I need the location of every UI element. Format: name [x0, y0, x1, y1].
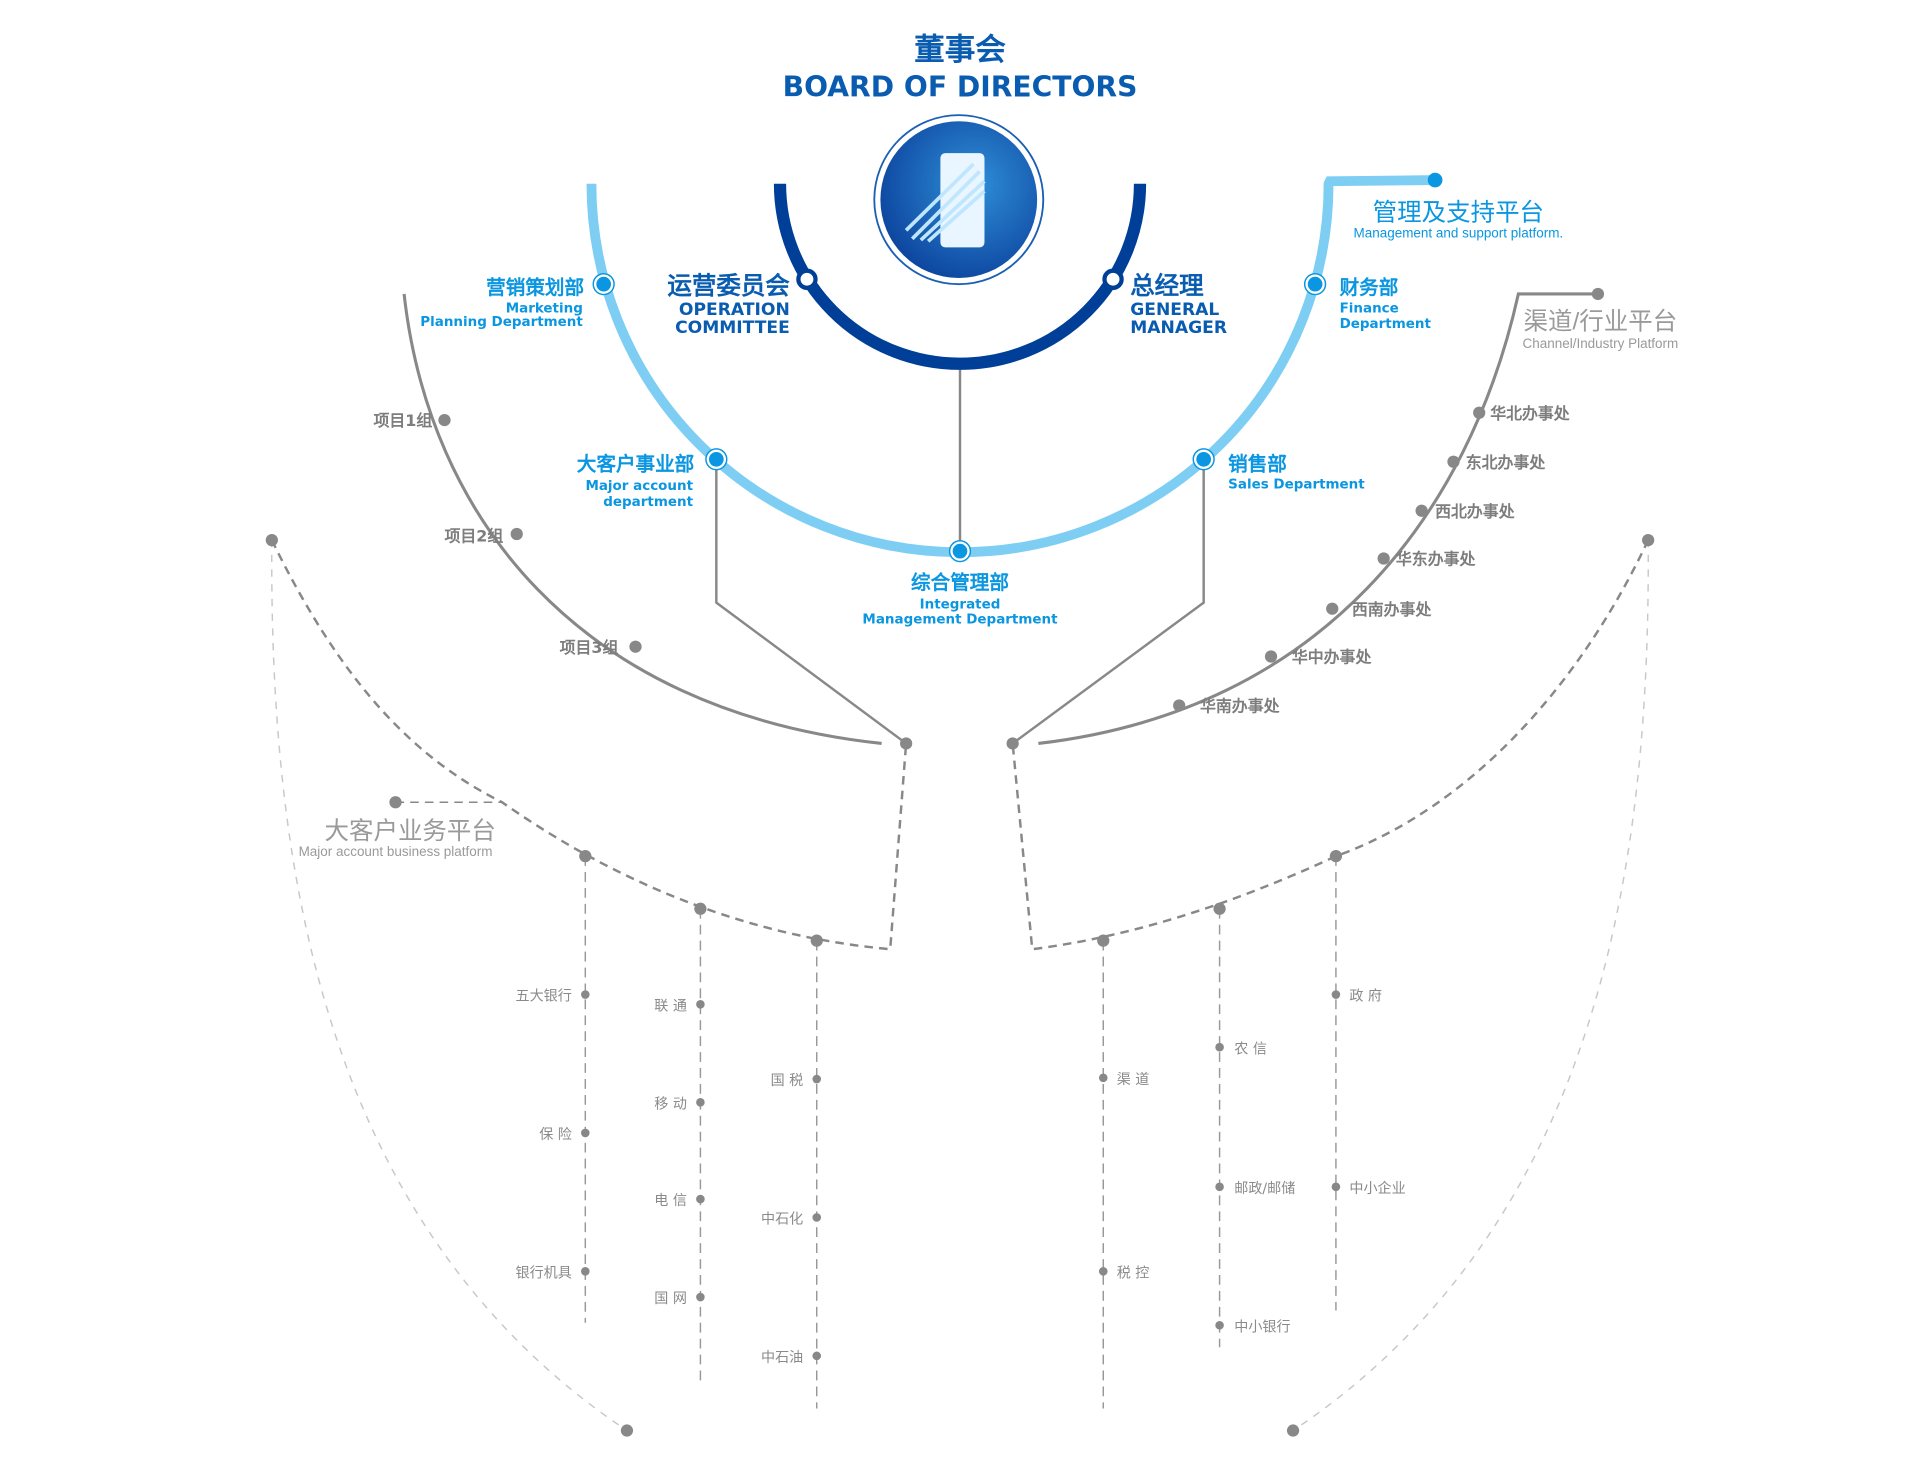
mgmt-platform-dot — [1427, 172, 1443, 188]
client-item: 中石化 — [761, 1212, 803, 1228]
office-item: 东北办事处 — [1466, 453, 1546, 472]
client-item: 电 信 — [654, 1193, 687, 1209]
general-manager-en1: GENERAL — [1130, 300, 1219, 320]
office-item: 华南办事处 — [1200, 697, 1280, 716]
office-item: 华中办事处 — [1292, 648, 1372, 667]
channel-platform-frame — [1011, 539, 1650, 1432]
project-group-item: 项目2组 — [444, 526, 503, 545]
marketing-en1: Marketing — [506, 300, 583, 316]
integrated-zh: 综合管理部 — [911, 571, 1009, 594]
company-logo-icon — [873, 114, 1045, 286]
finance-en2: Department — [1340, 316, 1432, 332]
client-item: 国 税 — [771, 1073, 804, 1089]
major-platform-zh: 大客户业务平台 — [325, 817, 496, 845]
client-item: 保 险 — [539, 1127, 572, 1143]
major-platform-en: Major account business platform — [299, 844, 493, 859]
office-list: 华北办事处 东北办事处 西北办事处 华东办事处 西南办事处 华中办事处 华南办事… — [1173, 404, 1570, 716]
department-nodes[interactable] — [593, 274, 1325, 561]
client-item: 银行机具 — [516, 1265, 572, 1281]
mgmt-platform-zh: 管理及支持平台 — [1373, 198, 1544, 226]
client-item: 渠 道 — [1117, 1072, 1150, 1088]
client-item: 中石油 — [761, 1350, 803, 1366]
major-account-dept-zh: 大客户事业部 — [577, 452, 694, 475]
mgmt-platform-en: Management and support platform. — [1354, 226, 1564, 241]
office-item: 华东办事处 — [1396, 550, 1476, 569]
client-item: 五大银行 — [516, 989, 572, 1005]
frame-dots — [265, 534, 1655, 1437]
general-manager-en2: MANAGER — [1130, 318, 1227, 338]
board-title-zh: 董事会 — [914, 33, 1006, 68]
integrated-en1: Integrated — [920, 597, 1001, 613]
project-group-item: 项目3组 — [560, 638, 619, 657]
client-item: 中小企业 — [1349, 1180, 1405, 1197]
sales-zh: 销售部 — [1228, 452, 1287, 475]
channel-platform-dot — [1591, 287, 1605, 301]
general-manager-node[interactable] — [1102, 268, 1124, 290]
office-item: 西北办事处 — [1435, 502, 1515, 521]
client-item: 移 动 — [654, 1096, 687, 1112]
offices-arc — [1038, 292, 1598, 745]
left-client-columns: 五大银行 保 险 银行机具 联 通 移 动 电 信 国 网 国 税 中石化 中石… — [516, 989, 822, 1366]
channel-platform-en: Channel/Industry Platform — [1523, 336, 1679, 351]
marketing-en2: Planning Department — [420, 314, 583, 330]
operation-committee-zh: 运营委员会 — [667, 271, 790, 300]
board-title-en: BOARD OF DIRECTORS — [783, 71, 1138, 104]
project-groups-arc — [402, 293, 882, 745]
major-account-dept-en1: Major account — [585, 478, 693, 494]
general-manager-zh: 总经理 — [1130, 271, 1204, 300]
channel-platform-zh: 渠道/行业平台 — [1524, 307, 1678, 335]
client-item: 联 通 — [654, 998, 687, 1014]
office-item: 西南办事处 — [1352, 600, 1432, 619]
management-arc — [586, 175, 1436, 558]
operation-committee-node[interactable] — [796, 268, 818, 290]
office-item: 华北办事处 — [1490, 404, 1570, 423]
operation-committee-en1: OPERATION — [679, 300, 790, 320]
client-item: 国 网 — [654, 1291, 687, 1307]
project-group-list: 项目1组 项目2组 项目3组 — [373, 411, 642, 657]
client-item: 税 控 — [1117, 1265, 1150, 1281]
major-account-platform-frame — [270, 539, 908, 1432]
major-account-dept-en2: department — [603, 494, 693, 510]
finance-zh: 财务部 — [1340, 276, 1399, 299]
right-client-columns: 渠 道 税 控 农 信 邮政/邮储 中小银行 政 府 中小企业 — [1098, 989, 1406, 1335]
connector-lines — [715, 364, 1205, 745]
operation-committee-en2: COMMITTEE — [675, 318, 790, 338]
project-group-item: 项目1组 — [373, 411, 432, 430]
client-item: 政 府 — [1349, 989, 1382, 1005]
finance-en1: Finance — [1340, 300, 1399, 316]
sales-en: Sales Department — [1228, 477, 1365, 493]
executive-arc — [773, 183, 1147, 370]
client-item: 邮政/邮储 — [1234, 1181, 1295, 1197]
marketing-zh: 营销策划部 — [486, 276, 584, 299]
client-item: 中小银行 — [1234, 1319, 1290, 1335]
integrated-en2: Management Department — [862, 611, 1058, 627]
client-item: 农 信 — [1234, 1041, 1267, 1057]
